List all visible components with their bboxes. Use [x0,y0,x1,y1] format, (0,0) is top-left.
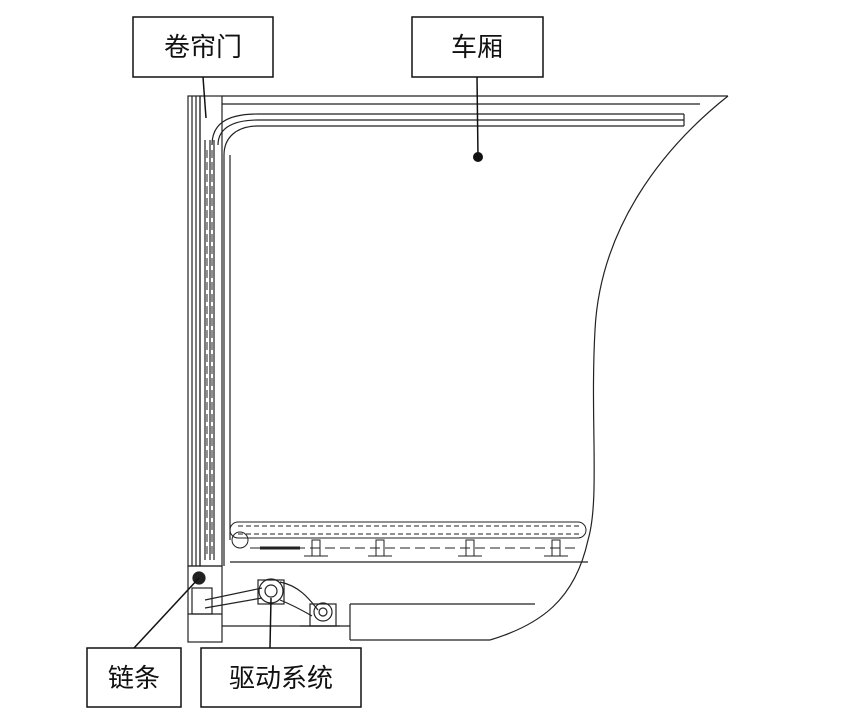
roller-door [187,95,259,567]
label-door: 卷帘门 [164,33,242,63]
floor-supports [304,539,568,557]
label-drive: 驱动系统 [229,664,333,694]
floor-chain [229,521,587,550]
door-slats [206,150,213,555]
callout-door: 卷帘门 [132,16,274,119]
callout-chain: 链条 [86,577,200,708]
carriage-pointer-dot [473,152,483,162]
callout-drive: 驱动系统 [200,597,362,708]
carriage-outline [222,95,729,641]
base-frame [187,565,223,643]
label-chain: 链条 [108,664,160,694]
drive-mechanism [192,571,340,627]
label-carriage: 车厢 [451,33,503,63]
callout-carriage: 车厢 [411,16,544,162]
